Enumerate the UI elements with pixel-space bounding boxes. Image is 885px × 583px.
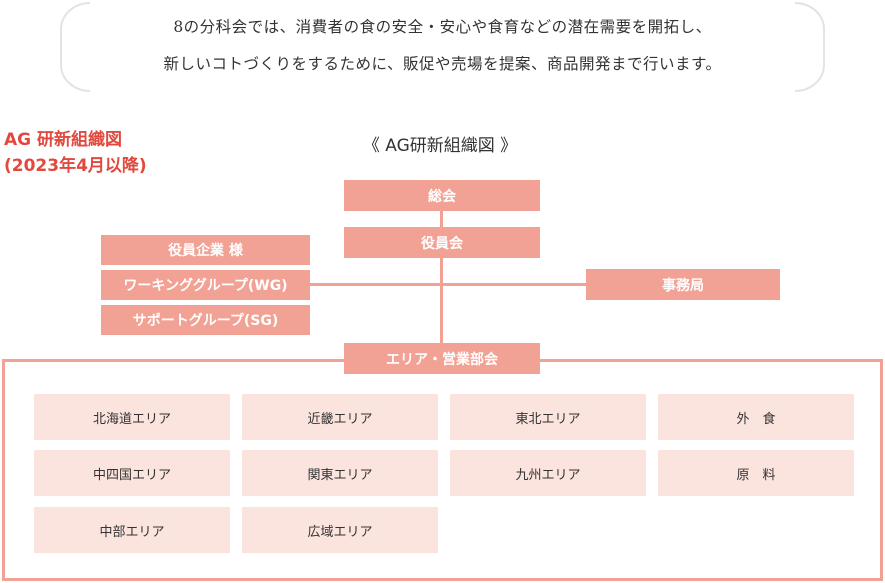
section-heading: AG 研新組織図: [4, 130, 123, 150]
area-cell-tohoku: 東北エリア: [450, 394, 646, 440]
support-group-box: サポートグループ(SG): [101, 305, 310, 335]
area-cell-chubu: 中部エリア: [34, 507, 230, 553]
member-companies-box: 役員企業 様: [101, 235, 310, 265]
intro-line-2: 新しいコトづくりをするために、販促や売場を提案、商品開発まで行います。: [163, 55, 722, 73]
area-cell-ingredients: 原 料: [658, 450, 854, 496]
area-cell-kanto: 関東エリア: [242, 450, 438, 496]
chart-title: 《 AG研新組織図 》: [362, 136, 518, 156]
area-cell-kyushu: 九州エリア: [450, 450, 646, 496]
intro-text-block: 8の分科会では、消費者の食の安全・安心や食育などの潜在需要を開拓し、 新しいコト…: [60, 0, 825, 96]
area-sales-committee-box: エリア・営業部会: [344, 343, 540, 374]
connector-horizontal: [310, 283, 586, 286]
area-cell-hokkaido: 北海道エリア: [34, 394, 230, 440]
general-meeting-box: 総会: [344, 180, 540, 211]
area-cell-kinki: 近畿エリア: [242, 394, 438, 440]
working-group-box: ワーキンググループ(WG): [101, 270, 310, 300]
board-box: 役員会: [344, 227, 540, 258]
section-heading-date: (2023年4月以降): [4, 156, 147, 176]
area-cell-wide-area: 広域エリア: [242, 507, 438, 553]
area-cell-foodservice: 外 食: [658, 394, 854, 440]
area-cell-chushikoku: 中四国エリア: [34, 450, 230, 496]
secretariat-box: 事務局: [586, 269, 780, 300]
right-bracket: [795, 2, 825, 92]
intro-line-1: 8の分科会では、消費者の食の安全・安心や食育などの潜在需要を開拓し、: [173, 18, 712, 36]
left-bracket: [60, 2, 90, 92]
connector-vertical: [440, 211, 443, 343]
